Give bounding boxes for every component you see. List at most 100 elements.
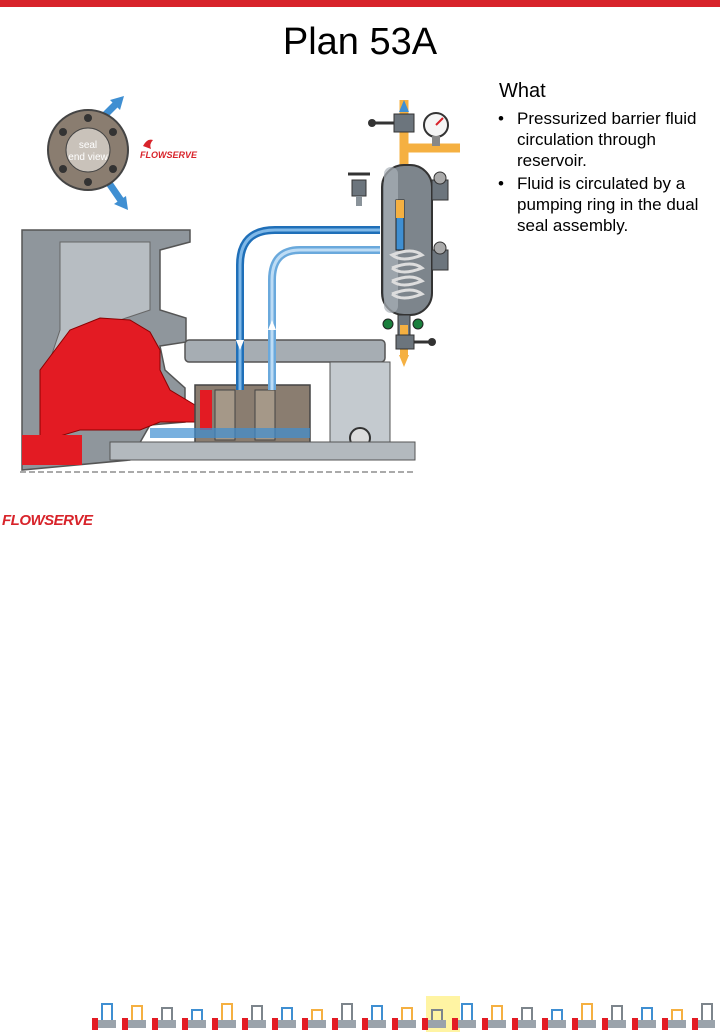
- plan-thumbnail[interactable]: [482, 1005, 506, 1030]
- thumbnail-pipe: [191, 1009, 203, 1020]
- thumbnail-process: [512, 1018, 518, 1030]
- logo-swoosh-icon: [143, 139, 153, 149]
- thumbnail-process: [392, 1018, 398, 1030]
- thumbnail-process: [422, 1018, 428, 1030]
- bullet-list: • Pressurized barrier fluid circulation …: [492, 108, 714, 238]
- thumbnail-pipe: [371, 1005, 383, 1020]
- seal-label-line2: end view: [68, 152, 108, 163]
- thumbnail-pipe: [131, 1005, 143, 1020]
- plan-thumbnail[interactable]: [632, 1007, 656, 1030]
- thumbnail-pipe: [221, 1003, 233, 1020]
- plan-thumbnail[interactable]: [662, 1009, 686, 1030]
- thumbnail-pipe: [341, 1003, 353, 1020]
- plan-53a-schematic: seal end view FLOWSERVE: [20, 96, 460, 473]
- thumbnail-process: [212, 1018, 218, 1030]
- thumbnail-process: [542, 1018, 548, 1030]
- bolt-icon: [59, 128, 67, 136]
- footer-brand: FLOWSERVE: [2, 512, 93, 529]
- thumbnail-process: [362, 1018, 368, 1030]
- plan-thumbnail[interactable]: [182, 1009, 206, 1030]
- plan-thumbnail[interactable]: [572, 1003, 596, 1030]
- plan-thumbnail[interactable]: [362, 1005, 386, 1030]
- plan-thumbnail[interactable]: [692, 1003, 715, 1030]
- thumbnail-pipe: [251, 1005, 263, 1020]
- outer-seal: [254, 389, 276, 441]
- cooling-coil: [391, 288, 425, 300]
- plan-thumbnail[interactable]: [92, 1003, 116, 1030]
- thumbnail-pipe: [701, 1003, 713, 1020]
- drain-plug-icon: [382, 318, 394, 330]
- drain-valve[interactable]: [395, 334, 415, 350]
- bullet-item: • Pressurized barrier fluid circulation …: [492, 108, 714, 171]
- sight-glass-gas: [396, 200, 404, 218]
- valve-knob-icon: [368, 119, 376, 127]
- bolt-icon: [84, 114, 92, 122]
- plan-thumbnail[interactable]: [392, 1007, 416, 1030]
- barrier-fluid-band: [150, 428, 310, 438]
- thumbnail-pipe: [101, 1003, 113, 1020]
- thumbnail-pipe: [311, 1009, 323, 1020]
- thumbnail-process: [92, 1018, 98, 1030]
- valve-knob-icon: [428, 338, 436, 346]
- slide-title: Plan 53A: [282, 21, 438, 63]
- thumbnail-pipe: [281, 1007, 293, 1020]
- bolt-icon: [109, 165, 117, 173]
- thumbnail-process: [302, 1018, 308, 1030]
- cooling-coil: [389, 249, 425, 261]
- seal-center-hub: [65, 127, 111, 173]
- cooling-coil: [391, 275, 425, 287]
- plan-thumbnail[interactable]: [542, 1009, 566, 1030]
- plan-thumbnail[interactable]: [512, 1007, 536, 1030]
- plan-thumbnail[interactable]: [332, 1003, 356, 1030]
- seal-process-fluid: [200, 390, 212, 430]
- level-switch-icon: [433, 171, 447, 185]
- plan-thumbnail[interactable]: [212, 1003, 236, 1030]
- pressure-valve: [393, 113, 415, 133]
- arrow-head-icon: [114, 196, 128, 210]
- gas-inlet-arrow-icon: [399, 100, 409, 112]
- plan-thumbnail[interactable]: [152, 1007, 176, 1030]
- thumbnail-process: [632, 1018, 638, 1030]
- inner-seal: [214, 389, 236, 441]
- plan-thumbnail[interactable]: [242, 1005, 266, 1030]
- thumbnail-pipe: [461, 1003, 473, 1020]
- bullet-text: Pressurized barrier fluid circulation th…: [517, 109, 697, 170]
- thumbnail-pipe: [551, 1009, 563, 1020]
- gauge-stem: [432, 136, 440, 146]
- seal-end-view: seal end view: [47, 96, 129, 210]
- barrier-supply-pipe-highlight: [238, 228, 380, 390]
- barrier-return-pipe-highlight: [270, 248, 380, 390]
- seal-label-line1: seal: [79, 140, 97, 151]
- thumbnail-process: [662, 1018, 668, 1030]
- cooling-coil: [391, 262, 425, 274]
- plan-thumbnail[interactable]: [302, 1009, 326, 1030]
- thumbnail-process: [572, 1018, 578, 1030]
- bullet-glyph: •: [498, 109, 504, 128]
- plan-thumbnail[interactable]: [272, 1007, 296, 1030]
- thumbnail-pipe: [581, 1003, 593, 1020]
- thumbnail-process: [602, 1018, 608, 1030]
- thumbnail-process: [152, 1018, 158, 1030]
- thumbnail-pipe: [641, 1007, 653, 1020]
- vent-valve[interactable]: [351, 179, 367, 197]
- thumbnail-pipe: [611, 1005, 623, 1020]
- thumbnail-process: [482, 1018, 488, 1030]
- plan-thumbnail[interactable]: [602, 1005, 626, 1030]
- section-heading: What: [499, 80, 546, 102]
- flow-direction-icon: [268, 320, 276, 330]
- thumbnail-process: [242, 1018, 248, 1030]
- pump-casing: [21, 229, 201, 471]
- top-accent-bar: [0, 0, 720, 7]
- level-switch-icon: [433, 241, 447, 255]
- thumbnail-process: [182, 1018, 188, 1030]
- plan-thumbnail[interactable]: [122, 1005, 146, 1030]
- bullet-text: Fluid is circulated by a pumping ring in…: [517, 174, 699, 235]
- barrier-fluid-reservoir: [381, 164, 433, 316]
- process-fluid-bottom: [22, 435, 82, 465]
- drain-plug-icon: [412, 318, 424, 330]
- thumbnail-pipe: [491, 1005, 503, 1020]
- footer: [0, 496, 720, 1032]
- bullet-glyph: •: [498, 174, 504, 193]
- thumbnail-pipe: [671, 1009, 683, 1020]
- pump-shaft: [109, 441, 416, 461]
